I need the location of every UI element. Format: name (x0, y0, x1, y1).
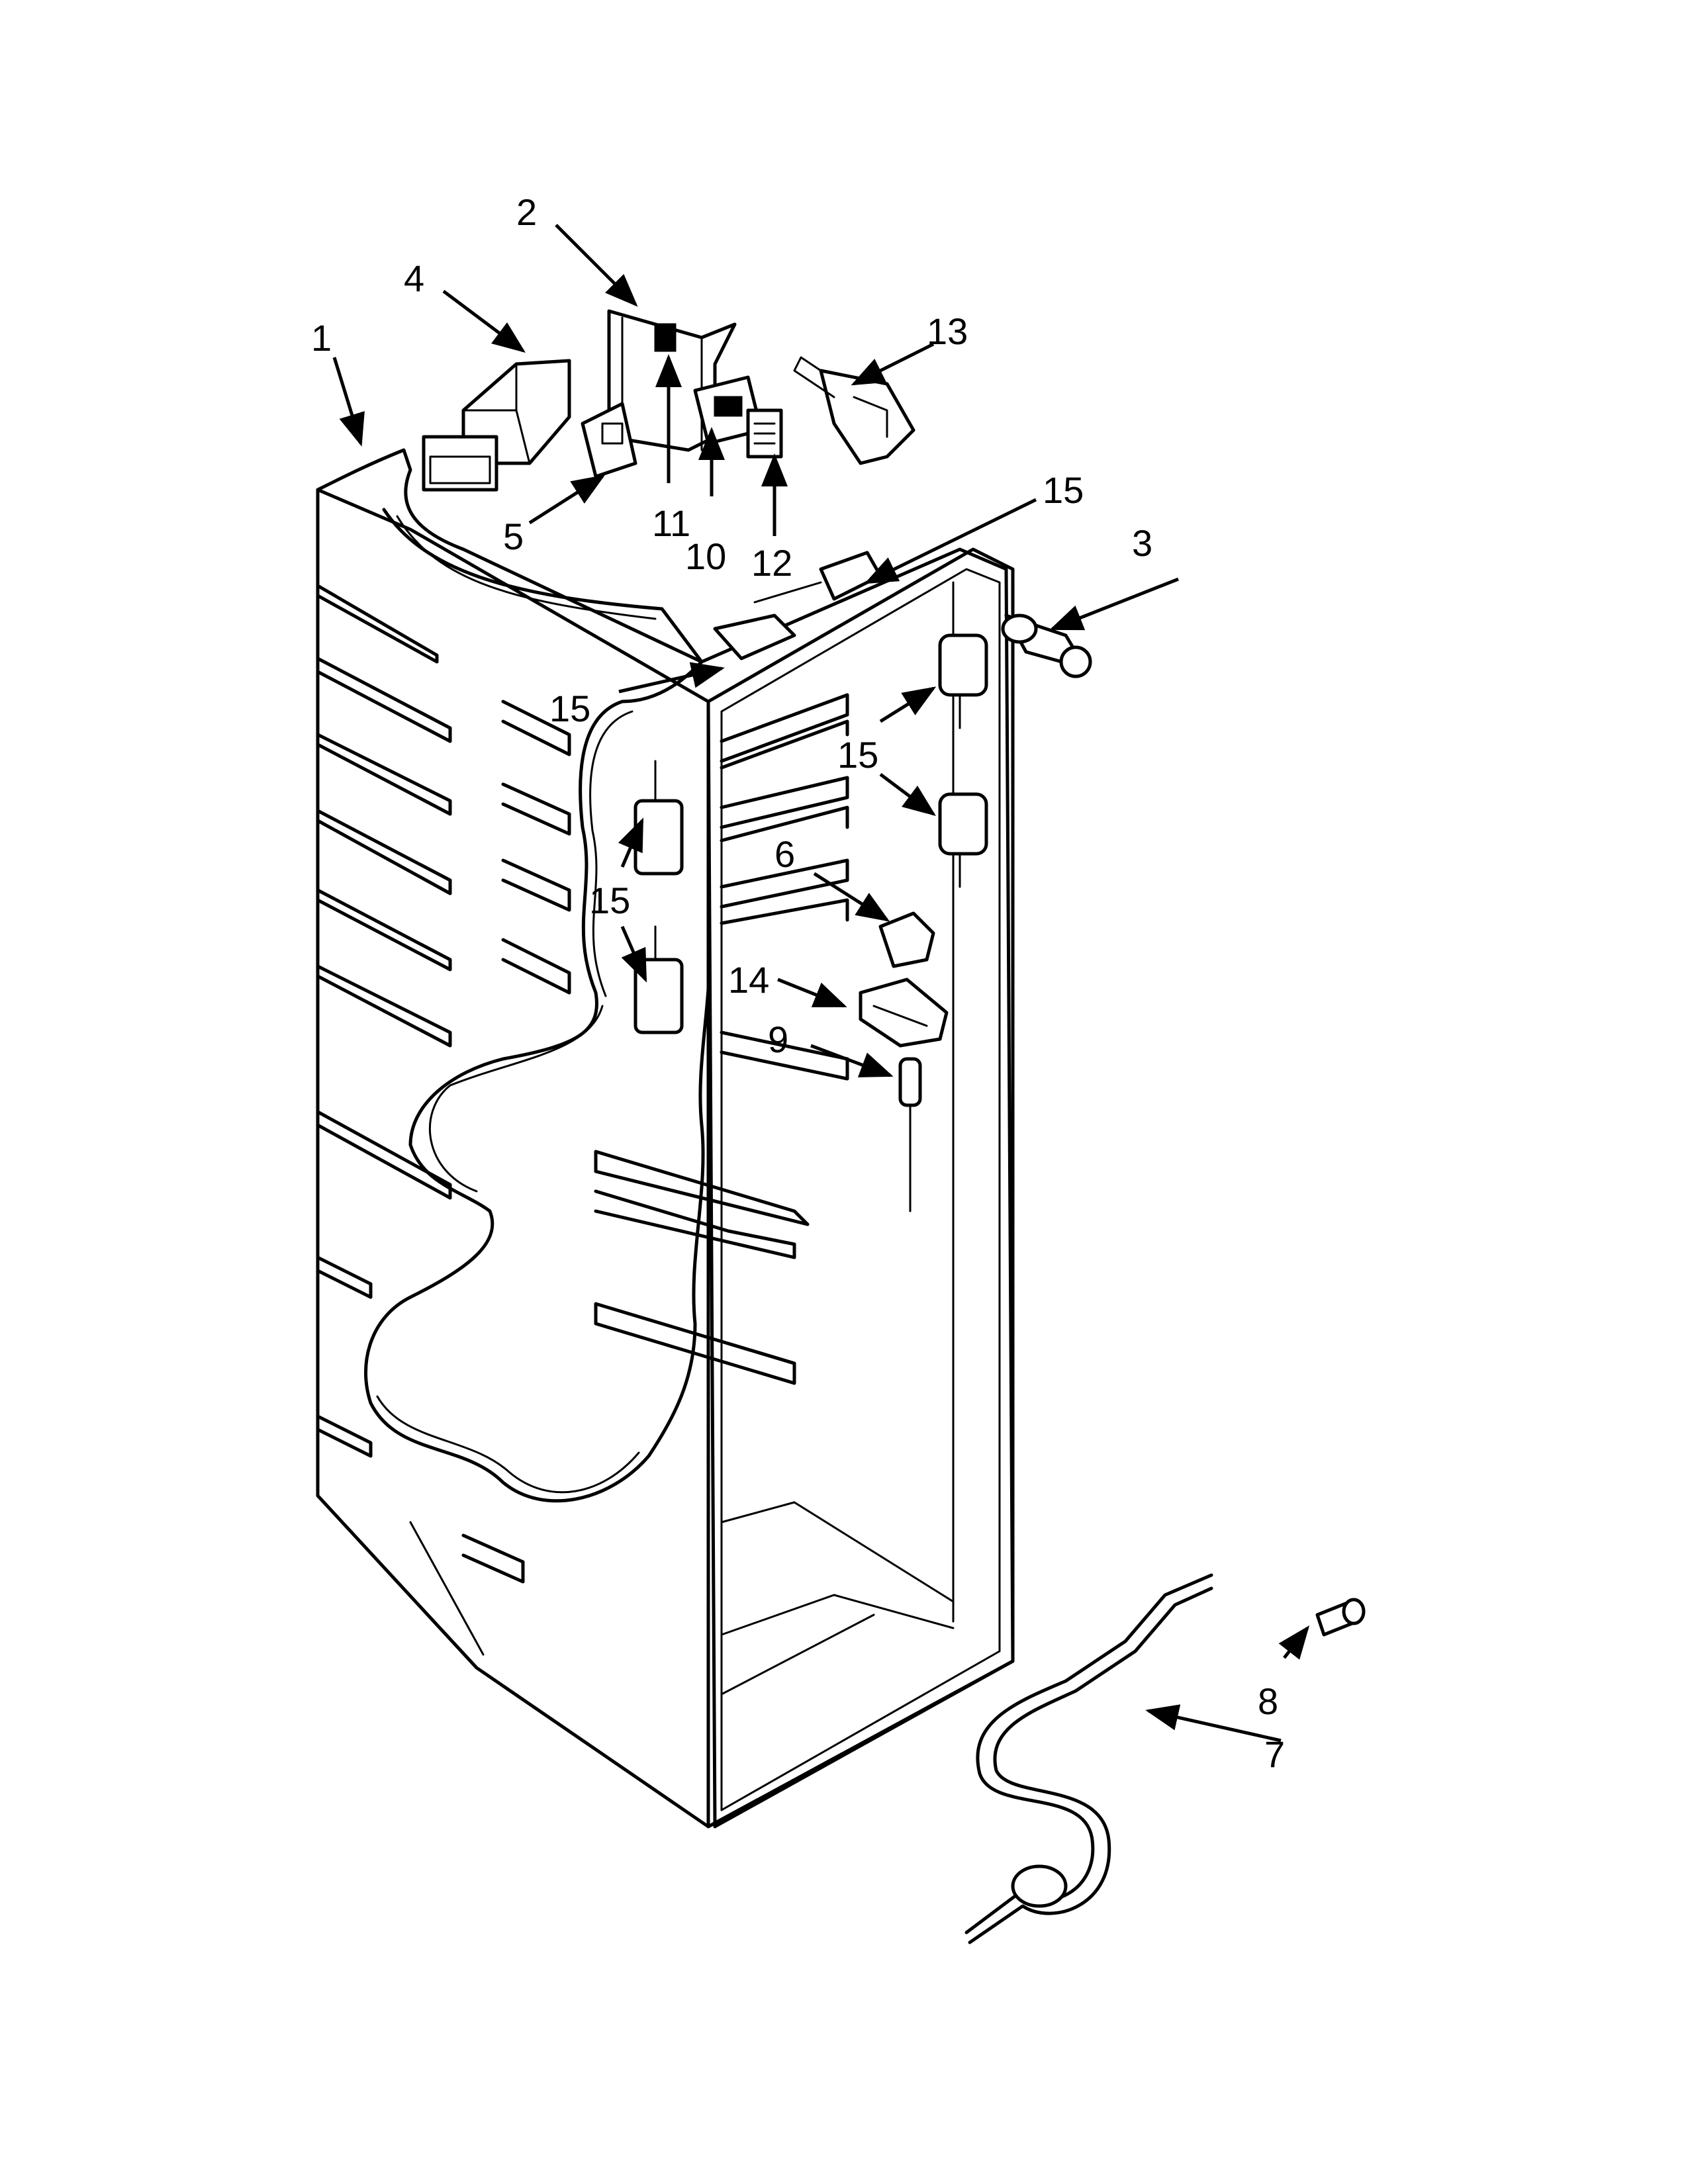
callout-1: 1 (311, 317, 332, 359)
part-6 (878, 911, 935, 968)
callout-15d: 15 (589, 880, 630, 921)
callout-7: 7 (1264, 1733, 1285, 1775)
callout-6: 6 (774, 833, 795, 875)
part-15-sensor-d (938, 792, 988, 888)
callout-10: 10 (685, 535, 726, 577)
callout-5: 5 (503, 516, 524, 557)
part-15-sensor-c (938, 633, 988, 729)
part-13-damper (793, 356, 915, 465)
part-4-housing (422, 359, 571, 492)
right-wall-ribs (594, 693, 849, 1385)
callout-3: 3 (1132, 522, 1152, 564)
callout-12: 12 (751, 542, 792, 584)
part-15-sensor-f (633, 925, 684, 1034)
callout-11: 11 (652, 502, 690, 544)
cabinet-liner (316, 448, 1015, 1829)
cabinet-cutout (364, 508, 712, 1503)
part-8-fitting (1315, 1598, 1366, 1637)
part-15-sensor-e (633, 760, 684, 876)
callout-labels: 1 2 3 4 5 6 7 8 9 10 11 12 13 14 15 15 1… (311, 191, 1285, 1775)
callout-8: 8 (1258, 1680, 1278, 1722)
part-3-filter (1001, 614, 1092, 678)
callout-9: 9 (768, 1019, 788, 1060)
callout-2: 2 (516, 191, 537, 233)
callout-15b: 15 (549, 688, 590, 729)
callout-15c: 15 (837, 734, 878, 776)
left-wall-ribs (316, 584, 571, 1584)
callout-15a: 15 (1043, 469, 1084, 511)
part-9-thermistor (898, 1057, 922, 1212)
callout-4: 4 (404, 257, 424, 299)
part-15-sensor-b (713, 614, 796, 660)
part-7-hose (964, 1573, 1213, 1944)
part-5 (581, 402, 637, 478)
callout-14: 14 (728, 959, 769, 1001)
callout-arrows (332, 224, 1310, 1743)
part-12 (746, 408, 783, 459)
part-14 (859, 978, 949, 1048)
callout-13: 13 (927, 310, 968, 352)
part-11 (654, 323, 677, 352)
